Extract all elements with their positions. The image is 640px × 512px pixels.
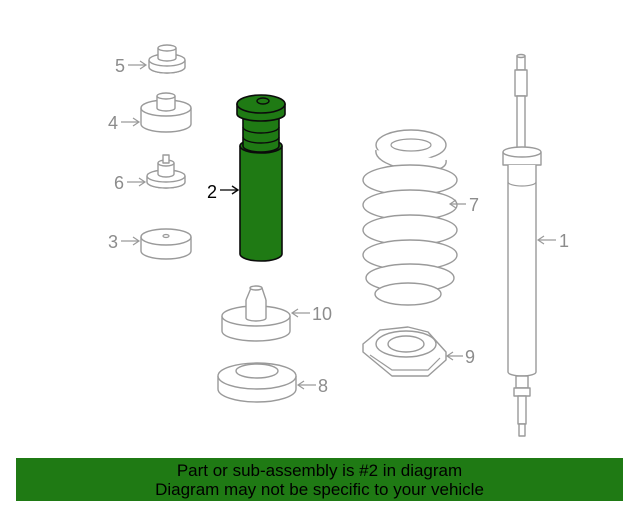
callout-4: 4 (108, 113, 141, 133)
svg-text:4: 4 (108, 113, 118, 133)
part-1-shock-absorber[interactable] (502, 53, 542, 437)
svg-text:3: 3 (108, 232, 118, 252)
part-2-dust-boot[interactable] (236, 94, 286, 262)
part-8-spring-pad[interactable] (217, 362, 297, 403)
callout-10: 10 (290, 304, 332, 324)
svg-text:10: 10 (312, 304, 332, 324)
part-10-bump-stop[interactable] (221, 285, 291, 342)
svg-text:9: 9 (465, 347, 475, 367)
banner-line-1: Part or sub-assembly is #2 in diagram (176, 461, 463, 480)
svg-text:6: 6 (114, 173, 124, 193)
callout-2: 2 (207, 182, 240, 202)
callout-7: 7 (448, 195, 479, 215)
svg-text:2: 2 (207, 182, 217, 202)
callout-8: 8 (296, 376, 328, 396)
part-5-mount-cap[interactable] (148, 44, 186, 74)
callout-3: 3 (108, 232, 141, 252)
info-banner: Part or sub-assembly is #2 in diagram Di… (16, 458, 623, 501)
svg-text:1: 1 (559, 231, 569, 251)
svg-text:5: 5 (115, 56, 125, 76)
callout-5: 5 (115, 56, 148, 76)
part-4-upper-mount[interactable] (140, 92, 192, 133)
svg-text:7: 7 (469, 195, 479, 215)
parts-diagram: 5 4 6 3 (108, 44, 569, 437)
part-9-spring-seat[interactable] (362, 326, 447, 377)
callout-1: 1 (536, 231, 569, 251)
part-3-mount-pad[interactable] (140, 228, 192, 260)
callout-6: 6 (114, 173, 147, 193)
callout-9: 9 (445, 347, 475, 367)
part-7-coil-spring[interactable] (362, 129, 458, 306)
banner-line-2: Diagram may not be specific to your vehi… (155, 480, 484, 499)
part-6-washer[interactable] (146, 154, 186, 189)
svg-text:8: 8 (318, 376, 328, 396)
